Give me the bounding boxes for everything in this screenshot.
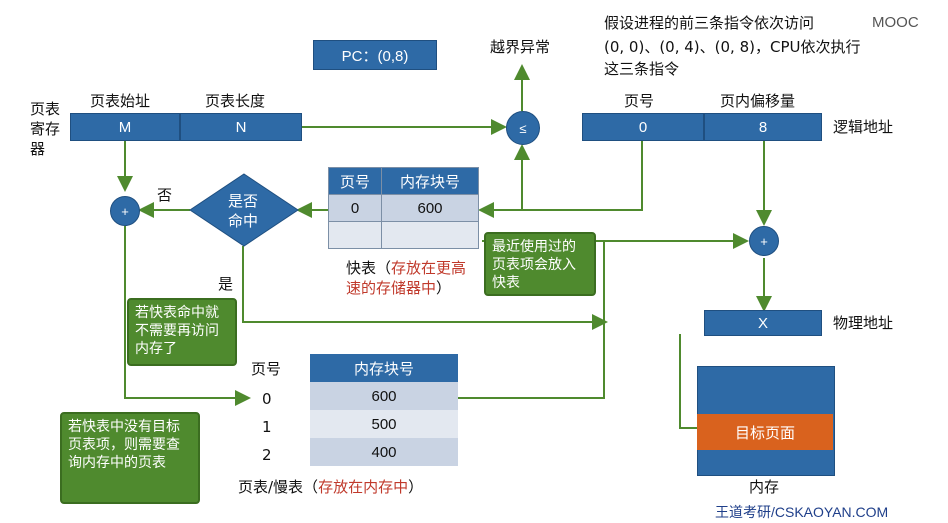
intro-line-3: 这三条指令 <box>604 60 680 78</box>
register-label-3: 器 <box>30 140 46 158</box>
page-table-row1-frame: 500 <box>371 415 397 433</box>
pc-label: PC：(0,8) <box>341 47 409 65</box>
hit-yes-label: 是 <box>218 275 234 293</box>
physical-caption: 物理地址 <box>833 314 894 332</box>
register-length-value: N <box>235 118 247 136</box>
page-table-caption-red: 存放在内存中 <box>318 478 409 496</box>
page-table-row1-page: 1 <box>262 418 272 436</box>
tlb-caption-red: 存放在更高速的存储器中 <box>346 259 467 297</box>
register-label-2: 寄存 <box>30 120 61 138</box>
tlb-row0-page: 0 <box>328 194 382 222</box>
intro-line-1: 假设进程的前三条指令依次访问 <box>604 14 815 32</box>
logical-page-label: 页号 <box>624 92 655 110</box>
pc-box: PC：(0,8) <box>313 40 437 70</box>
logical-page-value: 0 <box>638 118 648 136</box>
page-table-row0-page: 0 <box>262 390 272 408</box>
register-start-cell: M <box>70 113 180 141</box>
physical-value: X <box>757 314 768 332</box>
tlb-caption: 快表（存放在更高速的存储器中） <box>346 258 476 298</box>
physical-cell: X <box>704 310 822 336</box>
add-circle-right: + <box>749 226 779 256</box>
hit-decision-diamond <box>189 173 299 247</box>
callout-miss-query: 若快表中没有目标页表项，则需要查询内存中的页表 <box>60 412 200 504</box>
page-table-header-page: 页号 <box>251 360 282 378</box>
hit-question-2: 命中 <box>228 212 259 230</box>
logical-page-cell: 0 <box>582 113 704 141</box>
page-table-caption: 页表/慢表（存放在内存中） <box>238 478 423 496</box>
tlb-row0-frame: 600 <box>381 194 479 222</box>
tlb-table: 页号 内存块号 0 600 <box>328 167 479 249</box>
register-label-1: 页表 <box>30 100 61 118</box>
tlb-row1-frame <box>381 221 479 249</box>
memory-caption: 内存 <box>749 478 780 496</box>
page-table-header-frame: 内存块号 <box>353 360 414 378</box>
add-symbol-left: + <box>121 203 129 219</box>
logical-caption: 逻辑地址 <box>833 118 894 136</box>
callout-recent: 最近使用过的页表项会放入快表 <box>484 232 596 296</box>
watermark-mooc: MOOC <box>872 14 919 31</box>
callout-hit-no-memory: 若快表命中就不需要再访问内存了 <box>127 298 237 366</box>
overflow-label: 越界异常 <box>490 38 551 56</box>
compare-symbol: ≤ <box>519 120 527 136</box>
tlb-row1-page <box>328 221 382 249</box>
tlb-caption-prefix: 快表（ <box>346 259 392 277</box>
logical-offset-cell: 8 <box>704 113 822 141</box>
logical-offset-label: 页内偏移量 <box>720 92 796 110</box>
register-length-cell: N <box>180 113 302 141</box>
page-table-caption-suffix: ） <box>408 478 424 496</box>
hit-question-1: 是否 <box>228 192 259 210</box>
memory-target-label: 目标页面 <box>734 423 795 442</box>
table-row: 400 <box>310 438 458 466</box>
hit-no-label: 否 <box>157 186 173 204</box>
logical-offset-value: 8 <box>758 118 768 136</box>
page-table-caption-prefix: 页表/慢表（ <box>238 478 319 496</box>
tlb-header-page: 页号 <box>328 167 382 195</box>
table-row: 600 <box>310 382 458 410</box>
table-row: 0 600 <box>328 194 479 222</box>
compare-circle: ≤ <box>506 111 540 145</box>
page-table-row2-page: 2 <box>262 446 272 464</box>
register-start-value: M <box>118 118 132 136</box>
register-start-label: 页表始址 <box>90 92 151 110</box>
memory-target-page: 目标页面 <box>697 414 833 450</box>
register-length-label: 页表长度 <box>205 92 266 110</box>
add-symbol-right: + <box>760 233 768 249</box>
table-row <box>328 221 479 249</box>
page-table-row0-frame: 600 <box>371 387 397 405</box>
table-row: 500 <box>310 410 458 438</box>
tlb-caption-suffix: ） <box>436 279 452 297</box>
page-table-row2-frame: 400 <box>371 443 397 461</box>
page-table: 内存块号 600 500 400 <box>310 354 458 466</box>
footer-brand: 王道考研/CSKAOYAN.COM <box>715 504 889 520</box>
add-circle-left: + <box>110 196 140 226</box>
tlb-header-frame: 内存块号 <box>381 167 479 195</box>
intro-line-2: (0, 0)、(0, 4)、(0, 8)，CPU依次执行 <box>604 38 861 56</box>
